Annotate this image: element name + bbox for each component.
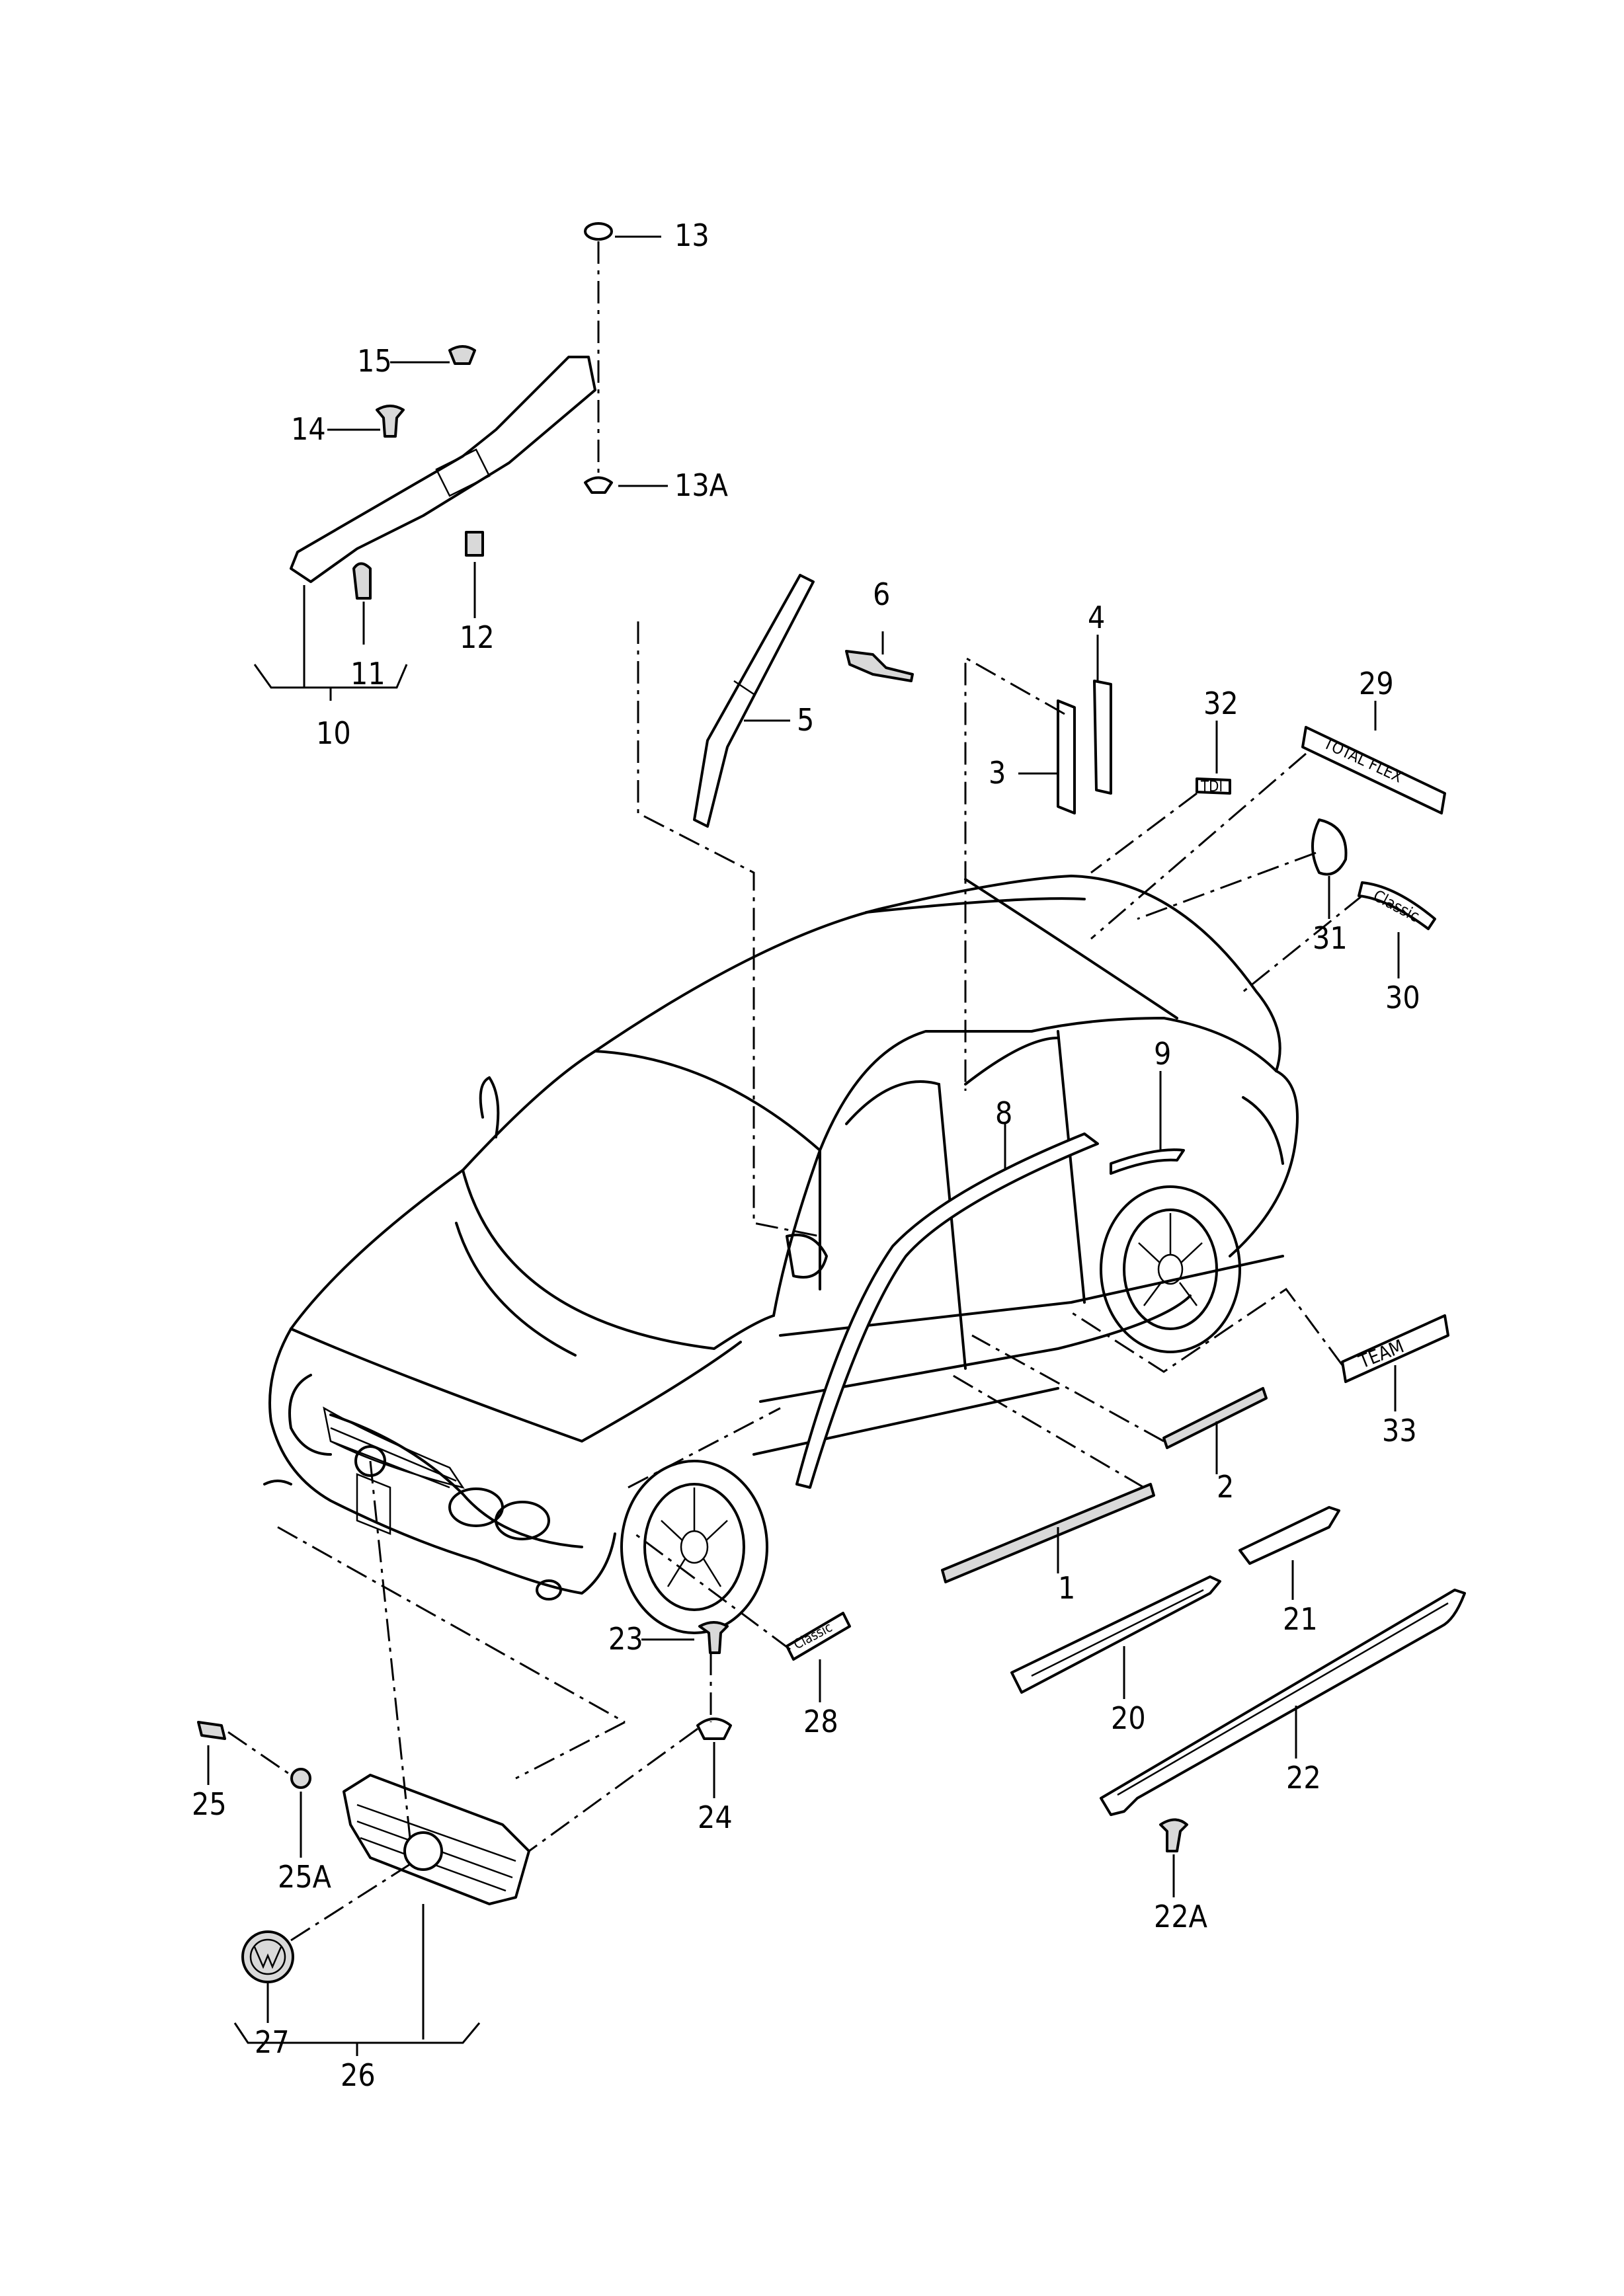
callout-2: 2 — [1217, 1469, 1234, 1505]
screw-23 — [698, 1621, 729, 1654]
callout-5: 5 — [797, 702, 814, 738]
callout-6: 6 — [873, 576, 890, 612]
door-trim-8 — [795, 1132, 1099, 1489]
callout-22A: 22A — [1154, 1899, 1207, 1934]
callout-9: 9 — [1154, 1036, 1171, 1072]
callout-27: 27 — [255, 2024, 290, 2060]
cowl-panel — [290, 356, 596, 583]
screw-22A — [1159, 1818, 1188, 1852]
badge-33-text: TEAM — [1355, 1335, 1406, 1373]
callout-13: 13 — [674, 218, 710, 253]
side-trim-2 — [1162, 1387, 1268, 1449]
callout-25: 25 — [192, 1786, 227, 1822]
callout-32: 32 — [1203, 686, 1238, 721]
callout-31: 31 — [1313, 920, 1348, 956]
vw-emblem-27 — [241, 1930, 294, 1983]
nut-25A — [290, 1768, 311, 1789]
callout-29: 29 — [1359, 666, 1394, 701]
strip-5 — [693, 574, 815, 828]
callout-3: 3 — [989, 755, 1006, 791]
emblem-25 — [197, 1721, 226, 1740]
callout-33: 33 — [1382, 1413, 1417, 1448]
badge-30: Classic — [1358, 881, 1436, 930]
callout-30: 30 — [1385, 980, 1420, 1015]
clip-12 — [465, 531, 484, 557]
callout-26: 26 — [341, 2057, 376, 2093]
callout-4: 4 — [1088, 600, 1105, 635]
sill-plate-21 — [1238, 1506, 1340, 1565]
callout-labels: 1 2 3 4 5 6 8 9 10 11 12 13 13A 14 15 20… — [192, 218, 1420, 2093]
callout-10: 10 — [316, 715, 351, 751]
callout-12: 12 — [460, 619, 495, 655]
callout-28: 28 — [803, 1704, 838, 1739]
badge-29: TOTAL FLEX — [1301, 726, 1446, 814]
callout-1: 1 — [1058, 1570, 1075, 1606]
badge-28: Classic — [786, 1612, 851, 1661]
callout-15: 15 — [357, 343, 392, 379]
cap-13 — [584, 222, 613, 241]
callout-22: 22 — [1286, 1760, 1321, 1796]
badge-32: TDI — [1196, 777, 1231, 795]
callout-25A: 25A — [278, 1859, 331, 1895]
fuel-cap-31 — [1311, 818, 1348, 876]
rivet-6 — [845, 650, 914, 682]
callout-8: 8 — [995, 1095, 1012, 1131]
screw-14 — [376, 405, 405, 438]
badge-32-text: TDI — [1200, 779, 1223, 795]
callout-23: 23 — [608, 1621, 643, 1657]
leader-lines — [207, 235, 1400, 2056]
callout-24: 24 — [698, 1800, 733, 1835]
pillar-trim-3 — [1057, 699, 1076, 814]
callout-20: 20 — [1111, 1700, 1146, 1736]
rear-trim-9 — [1110, 1148, 1185, 1175]
callout-11: 11 — [350, 656, 386, 692]
callout-13A: 13A — [674, 467, 728, 503]
clip-24 — [696, 1718, 732, 1740]
clip-11 — [352, 562, 372, 600]
pillar-trim-4 — [1093, 680, 1112, 795]
car-body — [263, 875, 1299, 1634]
callout-21: 21 — [1283, 1601, 1318, 1637]
parts: TDI TOTAL FLEX Classic TEAM — [197, 222, 1466, 1983]
clip-15 — [448, 345, 476, 365]
side-trim-1 — [941, 1483, 1155, 1583]
callout-14: 14 — [291, 411, 326, 447]
cap-13A — [584, 476, 613, 494]
